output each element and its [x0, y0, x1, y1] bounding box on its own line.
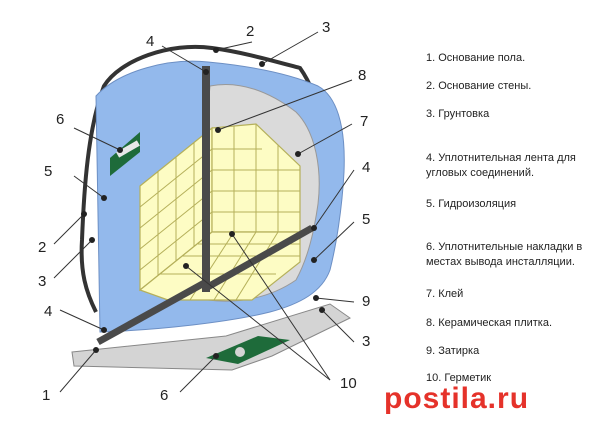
legend-item-3: 3. Грунтовка [426, 108, 490, 120]
callout-right-8: 8 [358, 67, 366, 84]
corner-tape-floor-left [96, 278, 208, 346]
callout-left-1: 1 [42, 387, 50, 404]
tiles-left-wall [139, 126, 213, 292]
floor-base [71, 303, 351, 371]
corner-tape-floor-right [204, 224, 314, 292]
legend-item-9: 9. Затирка [426, 345, 480, 357]
callout-right-5: 5 [362, 211, 370, 228]
tiles-right-wall [211, 123, 301, 233]
callout-top-4: 4 [146, 33, 154, 50]
primer-outline [79, 44, 325, 313]
callout-left-3: 3 [38, 273, 46, 290]
corner-tape-vertical [202, 66, 210, 292]
callout-bottom-6: 6 [160, 387, 168, 404]
legend-item-7: 7. Клей [426, 288, 464, 300]
legend-item-4: 4. Уплотнительная лента для угловых соед… [426, 152, 576, 179]
callout-left-5: 5 [44, 163, 52, 180]
callout-bottom-10: 10 [340, 375, 357, 392]
seal-pad-wall [110, 132, 140, 176]
callout-top-3: 3 [322, 19, 330, 36]
callout-left-2: 2 [38, 239, 46, 256]
callout-right-4: 4 [362, 159, 370, 176]
legend-item-1: 1. Основание пола. [426, 52, 526, 64]
legend-item-8: 8. Керамическая плитка. [426, 317, 553, 329]
seal-pad-floor [206, 336, 290, 364]
legend-item-10: 10. Герметик [426, 372, 492, 384]
legend-item-5: 5. Гидроизоляция [426, 198, 517, 210]
callout-right-7: 7 [360, 113, 368, 130]
legend-item-6: 6. Уплотнительные накладки в местах выво… [426, 241, 583, 268]
callout-right-9: 9 [362, 293, 370, 310]
leader-lines [53, 31, 355, 393]
callout-left-6: 6 [56, 111, 64, 128]
leader-dots [81, 47, 325, 359]
callout-left-4: 4 [44, 303, 52, 320]
callout-numbers: 4 2 3 6 5 2 3 4 1 8 7 4 5 9 3 6 10 [38, 19, 370, 404]
watermark-logo: postila.ru [384, 382, 530, 415]
legend-item-2: 2. Основание стены. [426, 80, 532, 92]
callout-top-2: 2 [246, 23, 254, 40]
callout-right-3: 3 [362, 333, 370, 350]
